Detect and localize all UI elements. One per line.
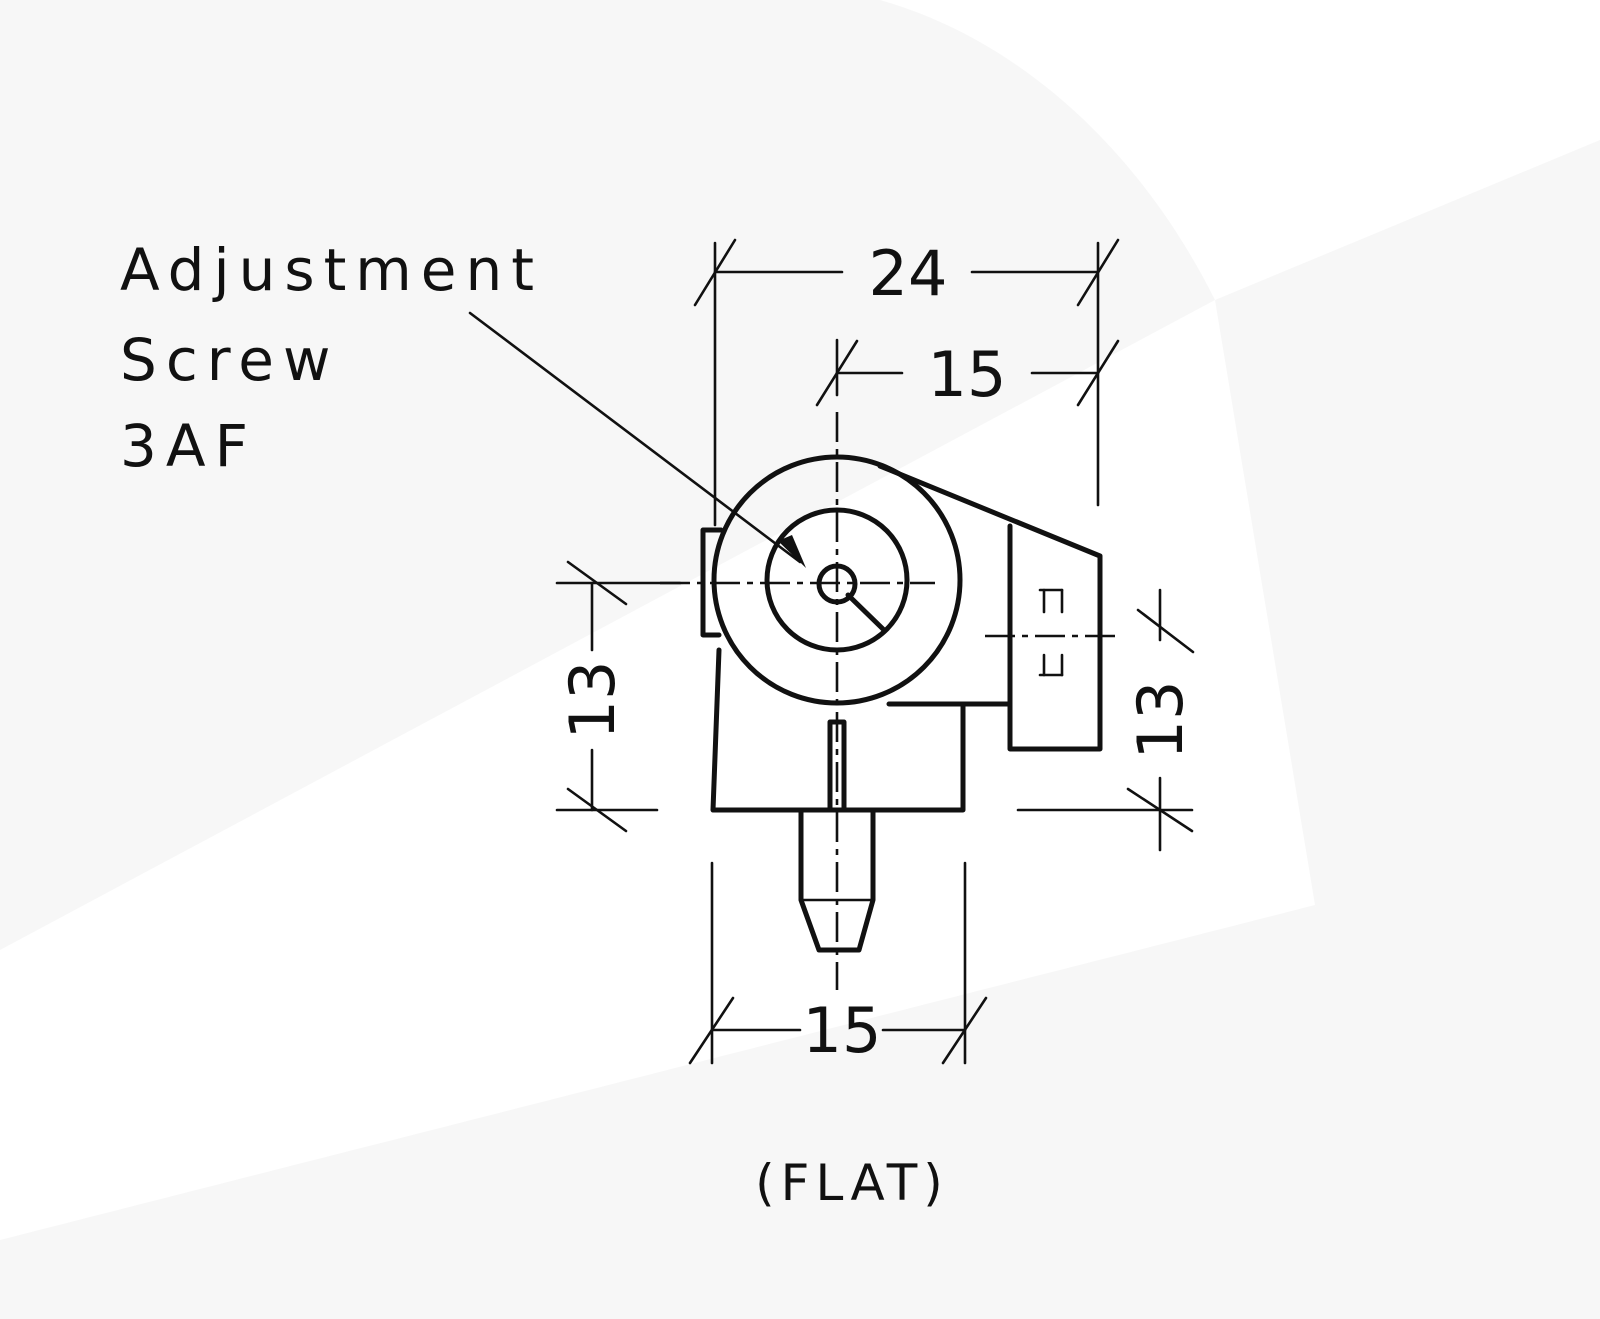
callout-line-3: 3AF (120, 412, 257, 480)
callout-line-1: Adjustment (120, 236, 543, 304)
watermark-upper-shape (0, 0, 1215, 950)
dimension-13-right-value: 13 (1124, 681, 1197, 760)
dimension-15-bottom-value: 15 (803, 994, 882, 1067)
dimension-15-bottom-tick-left (688, 996, 735, 1065)
view-caption: (FLAT) (755, 1154, 949, 1212)
watermark-lower-shape (0, 905, 1355, 1319)
dimension-15-bottom-tick-right (941, 996, 988, 1065)
adjustment-screw-slot (845, 592, 887, 633)
dimension-15-top: 15 (815, 338, 1120, 411)
watermark-right-shape (1215, 140, 1600, 1319)
dimension-15-bottom: 15 (688, 994, 988, 1067)
dimension-13-right-tick-top (1136, 608, 1195, 654)
dimension-13-left-tick-top (566, 560, 628, 606)
dimension-15-top-tick-left (815, 339, 859, 407)
callout-line-2: Screw (120, 326, 339, 394)
center-lines (660, 412, 1120, 990)
dimension-24-tick-left (693, 238, 737, 307)
nozzle-tip (798, 807, 876, 953)
callout-leader-line (468, 311, 802, 564)
dimension-24-tick-right (1076, 238, 1120, 307)
dimension-13-right-tick-bottom (1126, 787, 1194, 833)
adjustment-screw-callout: Adjustment Screw 3AF (120, 236, 806, 568)
dimension-15-top-value: 15 (928, 338, 1007, 411)
dimension-13-left-value: 13 (556, 661, 629, 740)
dimension-24: 24 (693, 237, 1120, 310)
dimension-24-value: 24 (869, 237, 948, 310)
dimension-13-right: 13 (1124, 588, 1197, 852)
side-lug-outline (877, 463, 1103, 752)
dimension-13-left: 13 (556, 560, 629, 833)
dimension-15-top-tick-right (1076, 339, 1120, 407)
dimension-13-left-tick-bottom (566, 787, 628, 833)
callout-arrowhead (778, 535, 806, 568)
